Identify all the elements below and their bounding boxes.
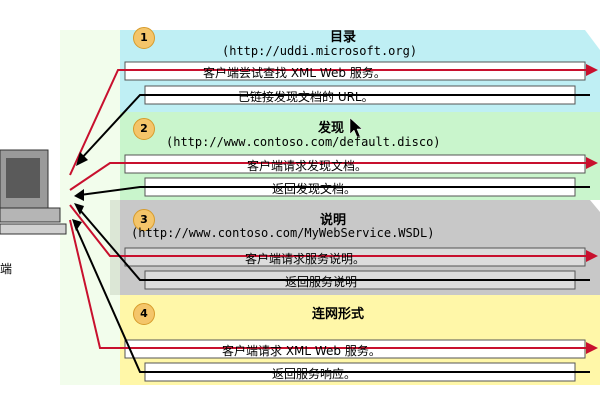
request-arrowheads [586, 64, 598, 354]
step-url: (http://uddi.microsoft.org) [222, 44, 418, 58]
step-request-text: 客户端尝试查找 XML Web 服务。 [203, 66, 386, 80]
step-number-badge: 4 [133, 303, 155, 325]
step-title: 说明 [320, 213, 347, 228]
step-number-badge: 3 [133, 209, 155, 231]
step-title: 连网形式 [312, 307, 365, 322]
step-response-text: 返回发现文档。 [272, 182, 357, 196]
response-arrowheads [72, 152, 88, 231]
step-title: 目录 [330, 30, 357, 45]
step-request-text: 客户端请求发现文档。 [247, 159, 368, 173]
mouse-cursor-icon [349, 117, 363, 138]
response-arrows [74, 94, 590, 373]
step-number-badge: 2 [133, 118, 155, 140]
client-label: 端 [0, 262, 13, 276]
step-request-text: 客户端请求服务说明。 [245, 252, 366, 266]
step-url: (http://www.contoso.com/default.disco) [166, 135, 441, 149]
step-response-text: 返回服务响应。 [272, 367, 357, 381]
computer-icon [0, 149, 67, 235]
step-response-text: 已链接发现文档的 URL。 [238, 90, 374, 104]
step-response-text: 返回服务说明 [285, 275, 358, 289]
request-arrows [69, 69, 590, 349]
step-title: 发现 [318, 121, 345, 136]
step-number-badge: 1 [133, 27, 155, 49]
step-url: (http://www.contoso.com/MyWebService.WSD… [131, 226, 435, 240]
step-request-text: 客户端请求 XML Web 服务。 [222, 344, 381, 358]
